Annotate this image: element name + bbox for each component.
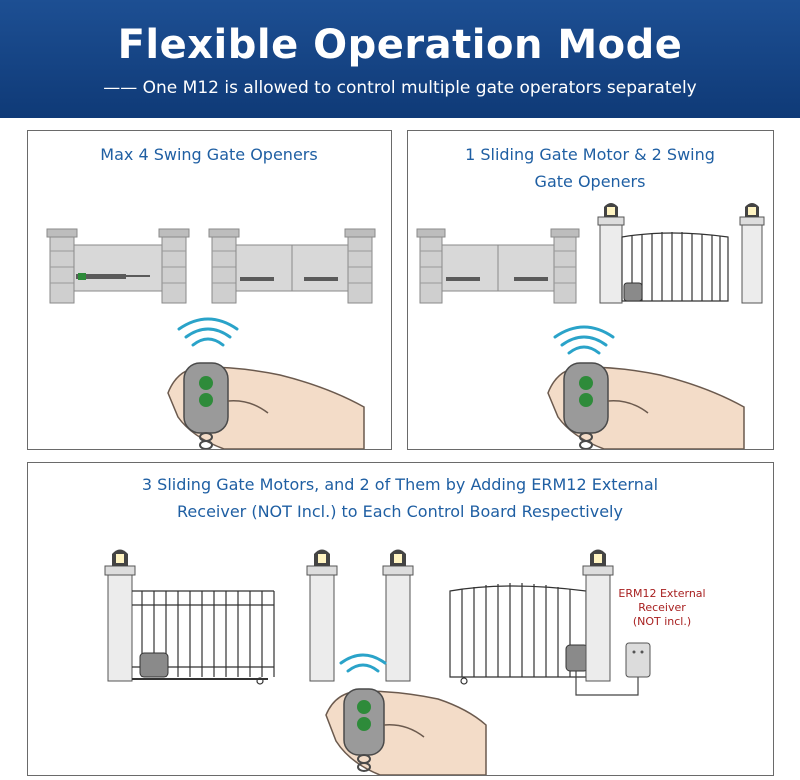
three-sliding-illustration: ERM12 External Receiver (NOT incl.) bbox=[104, 549, 706, 775]
hand-holding-remote-icon bbox=[167, 362, 365, 449]
hand-holding-remote-icon bbox=[325, 688, 487, 775]
swing-opener-arm-icon bbox=[76, 273, 150, 280]
panel-title-line1: 1 Sliding Gate Motor & 2 Swing bbox=[465, 145, 715, 164]
panel-three-sliding-motors: 3 Sliding Gate Motors, and 2 of Them by … bbox=[27, 462, 774, 776]
sliding-swing-illustration bbox=[416, 203, 765, 449]
panel-sliding-and-swing: 1 Sliding Gate Motor & 2 Swing Gate Open… bbox=[407, 130, 774, 450]
page-title: Flexible Operation Mode bbox=[117, 22, 683, 68]
lamp-pillar-icon bbox=[597, 203, 625, 304]
swing-gate-leaf-icon bbox=[73, 244, 163, 292]
receiver-label-line2: Receiver bbox=[638, 601, 686, 614]
receiver-cable bbox=[575, 671, 639, 696]
panel-swing-gates: Max 4 Swing Gate Openers bbox=[27, 130, 392, 450]
brick-pillar-icon bbox=[158, 228, 190, 304]
lamp-pillar-icon bbox=[739, 203, 765, 304]
lamp-pillar-icon bbox=[104, 549, 136, 682]
panel-title-line2: Receiver (NOT Incl.) to Each Control Boa… bbox=[177, 502, 623, 521]
brick-pillar-icon bbox=[46, 228, 78, 304]
panel-title-line2: Gate Openers bbox=[534, 172, 646, 191]
brick-pillar-icon bbox=[550, 228, 580, 304]
swing-gate-leaf-icon bbox=[497, 244, 555, 292]
sliding-gate-icon bbox=[621, 232, 729, 302]
signal-waves-icon bbox=[553, 325, 615, 355]
receiver-label-line1: ERM12 External bbox=[618, 587, 705, 600]
panel-title: Max 4 Swing Gate Openers bbox=[100, 145, 318, 164]
sliding-motor-icon bbox=[565, 644, 589, 672]
lamp-pillar-icon bbox=[306, 549, 338, 682]
signal-waves-icon bbox=[339, 653, 387, 673]
page-subtitle: —— One M12 is allowed to control multipl… bbox=[103, 78, 697, 98]
sliding-motor-icon bbox=[623, 282, 643, 302]
sliding-gate-icon bbox=[132, 590, 275, 685]
swing-gate-leaf-icon bbox=[291, 244, 349, 292]
swing-gate-leaf-icon bbox=[235, 244, 293, 292]
brick-pillar-icon bbox=[208, 228, 240, 304]
external-receiver-icon bbox=[625, 642, 651, 678]
brick-pillar-icon bbox=[344, 228, 376, 304]
header-banner: Flexible Operation Mode —— One M12 is al… bbox=[0, 0, 800, 118]
swing-gate-leaf-icon bbox=[441, 244, 499, 292]
swing-opener-arm-icon bbox=[240, 277, 338, 281]
brick-pillar-icon bbox=[416, 228, 446, 304]
panel-title-line1: 3 Sliding Gate Motors, and 2 of Them by … bbox=[141, 475, 659, 494]
swing-opener-arm-icon bbox=[446, 277, 548, 281]
lamp-pillar-icon bbox=[582, 549, 614, 682]
swing-gates-illustration bbox=[46, 228, 376, 449]
signal-waves-icon bbox=[177, 317, 239, 347]
lamp-pillar-icon bbox=[382, 549, 414, 682]
sliding-gate-icon bbox=[449, 583, 587, 685]
hand-holding-remote-icon bbox=[547, 362, 745, 449]
sliding-motor-icon bbox=[139, 652, 169, 678]
receiver-label-line3: (NOT incl.) bbox=[633, 615, 691, 628]
